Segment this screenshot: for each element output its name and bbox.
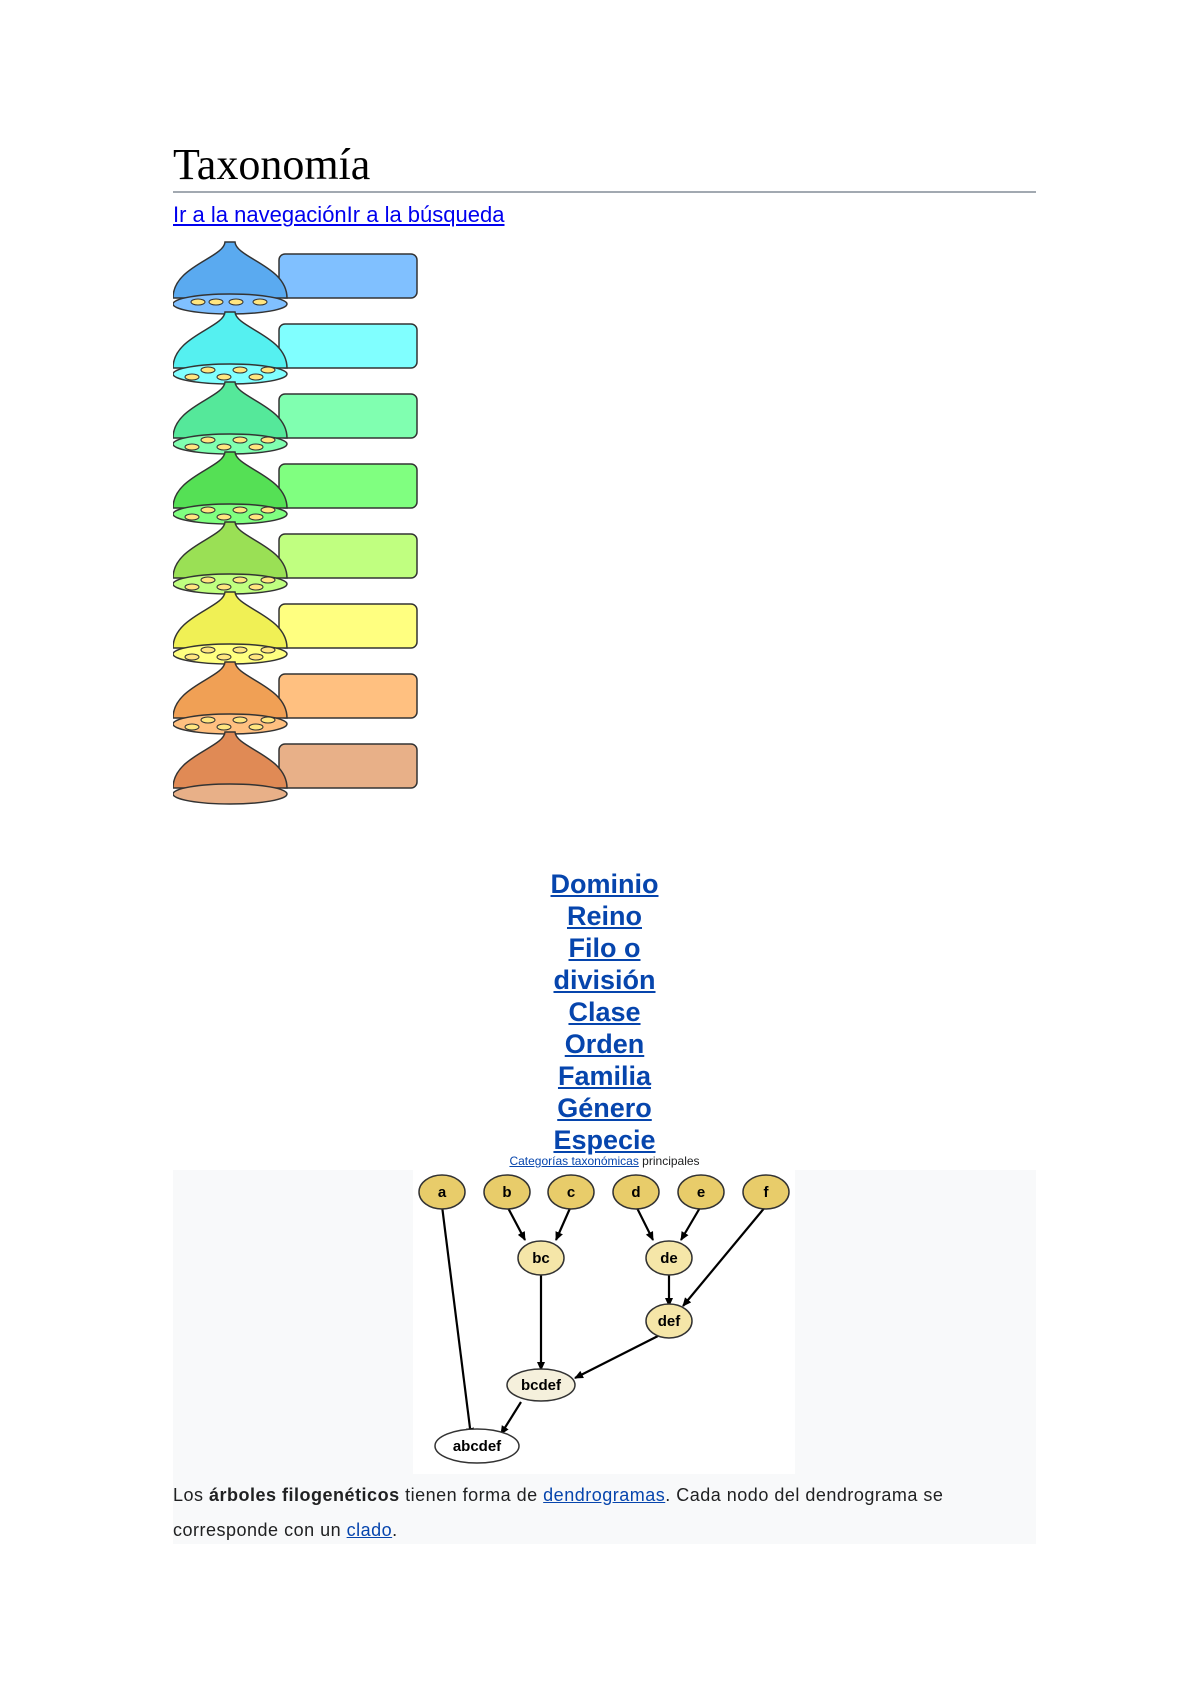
rank-link-clase[interactable]: Clase: [568, 997, 641, 1027]
svg-text:bc: bc: [532, 1250, 550, 1267]
svg-text:a: a: [438, 1184, 447, 1201]
caption-link-categorias[interactable]: Categorías taxonómicas: [509, 1154, 639, 1168]
page-title: Taxonomía: [173, 140, 371, 189]
rank-link-familia[interactable]: Familia: [557, 1061, 652, 1091]
jump-to-navigation-link[interactable]: Ir a la navegación: [173, 202, 347, 227]
title-divider: [173, 191, 1036, 193]
svg-text:f: f: [764, 1184, 770, 1201]
rank-link-reino[interactable]: Reino: [566, 901, 642, 931]
para-text-1: Los: [173, 1485, 210, 1505]
para-text-2: tienen forma de: [399, 1485, 544, 1505]
rank-link-division[interactable]: división: [553, 965, 656, 995]
figure-description: Los árboles filogenéticos tienen forma d…: [173, 1478, 1036, 1548]
para-text-4: .: [392, 1520, 398, 1540]
taxonomic-ranks-list: Dominio Reino Filo o división Clase Orde…: [173, 868, 1036, 1156]
svg-text:def: def: [658, 1313, 682, 1330]
pyramid-level: [173, 521, 418, 595]
tree-internal-node: bcdef: [506, 1368, 576, 1402]
jump-links: Ir a la navegaciónIr a la búsqueda: [173, 202, 504, 228]
rank-link-especie[interactable]: Especie: [553, 1125, 656, 1155]
tree-leaf-node: b: [483, 1174, 531, 1210]
svg-text:bcdef: bcdef: [521, 1377, 562, 1394]
jump-to-search-link[interactable]: Ir a la búsqueda: [346, 202, 505, 227]
rank-link-orden[interactable]: Orden: [564, 1029, 645, 1059]
tree-internal-node: abcdef: [434, 1428, 520, 1464]
pyramid-level: [173, 381, 418, 455]
pyramid-level: [173, 311, 418, 385]
tree-leaf-node: c: [547, 1174, 595, 1210]
rank-link-filo[interactable]: Filo o: [568, 933, 641, 963]
rank-link-genero[interactable]: Género: [557, 1093, 652, 1123]
tree-internal-node: bc: [517, 1240, 565, 1276]
pyramid-level: [173, 661, 418, 735]
pyramid-level: [173, 591, 418, 665]
taxonomy-pyramid-image: [173, 241, 418, 805]
tree-leaf-node: e: [677, 1174, 725, 1210]
link-dendrogramas[interactable]: dendrogramas: [543, 1485, 666, 1505]
link-clado[interactable]: clado: [346, 1520, 393, 1540]
svg-text:de: de: [660, 1250, 678, 1267]
pyramid-caption: Categorías taxonómicas principales: [173, 1154, 1036, 1168]
tree-leaf-node: a: [418, 1174, 466, 1210]
svg-text:b: b: [502, 1184, 511, 1201]
caption-text: principales: [638, 1154, 700, 1168]
para-bold-term: árboles filogenéticos: [209, 1485, 400, 1505]
pyramid-level: [173, 451, 418, 525]
svg-text:e: e: [697, 1184, 705, 1201]
tree-internal-node: de: [645, 1240, 693, 1276]
svg-text:c: c: [567, 1184, 575, 1201]
pyramid-level: [173, 731, 418, 805]
tree-internal-node: def: [645, 1303, 693, 1339]
rank-link-dominio[interactable]: Dominio: [550, 869, 659, 899]
svg-text:abcdef: abcdef: [453, 1438, 502, 1455]
svg-text:d: d: [631, 1184, 640, 1201]
tree-leaf-node: d: [612, 1174, 660, 1210]
pyramid-level: [173, 241, 418, 315]
tree-leaf-node: f: [742, 1174, 790, 1210]
para-text-3: . Cada nodo del dendrograma se correspon…: [173, 1485, 944, 1540]
